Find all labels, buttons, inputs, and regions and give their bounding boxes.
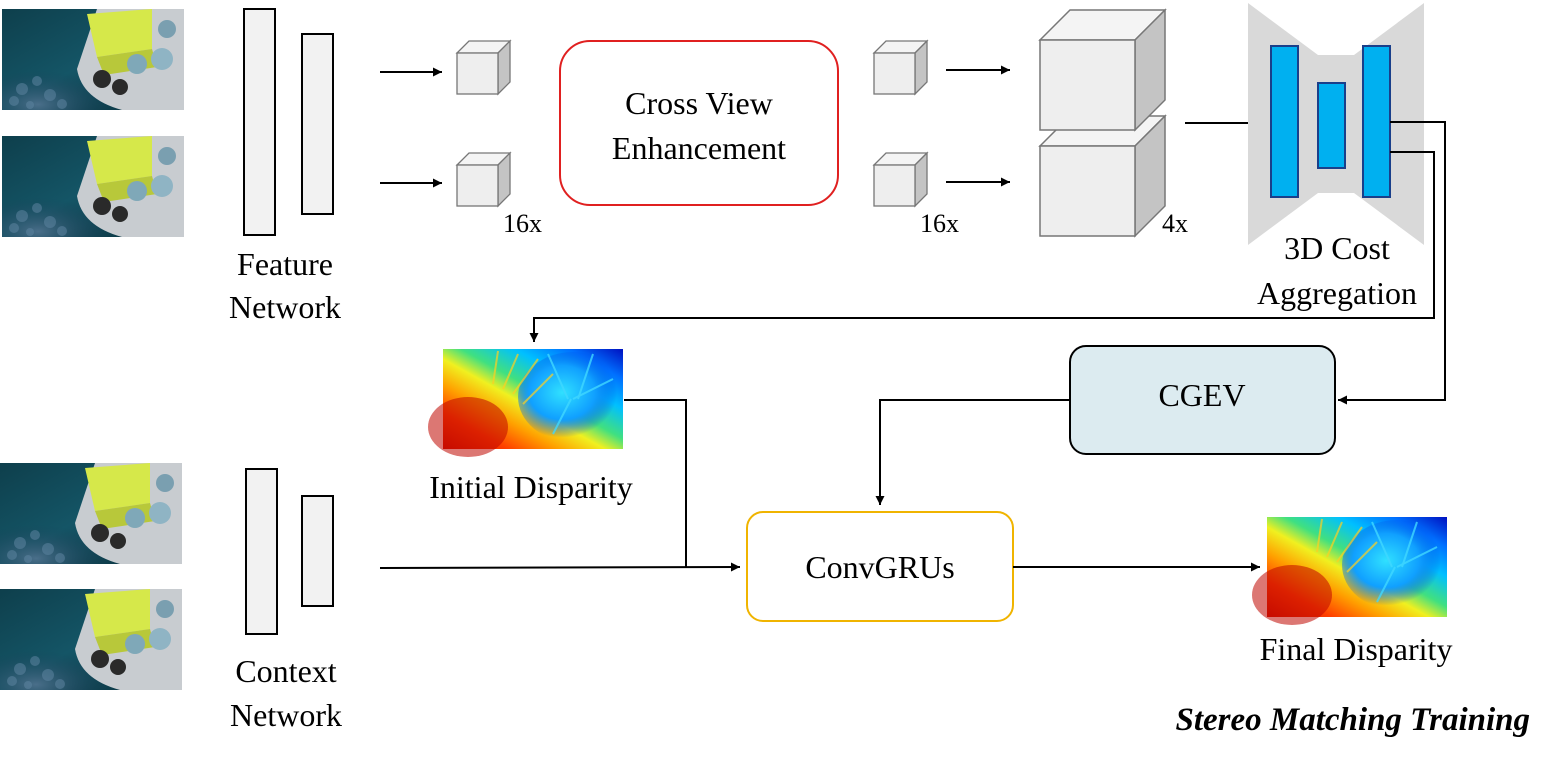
feature-network-label-2: Network [229,289,341,325]
feature-network-block-1 [243,8,276,236]
feature-network-label-1: Feature [237,246,333,282]
context-right-image [0,589,182,690]
scale-label-16x-a: 16x [503,209,542,238]
enhanced-cube-bottom [873,152,928,207]
context-network-block-1 [245,468,278,635]
context-network-label-2: Network [230,697,342,733]
unet-block-left [1270,45,1299,198]
enhanced-cube-top [873,40,928,95]
feature-cube-top [456,40,511,95]
final-disparity-label: Final Disparity [1260,631,1453,667]
unet-block-middle [1317,82,1346,169]
cost-aggregation-label-2: Aggregation [1257,275,1417,311]
feature-cube-bottom [456,152,511,207]
context-network-block-2 [301,495,334,607]
initial-disparity-image [427,348,629,458]
left-input-image [2,9,184,110]
arrow-aggregation-to-initial-disparity [529,151,1435,342]
initial-disparity-label: Initial Disparity [429,469,633,505]
context-left-image [0,463,182,564]
right-input-image [2,136,184,237]
cross-view-label-1: Cross View [625,85,773,121]
diagram-caption: Stereo Matching Training [1175,702,1530,738]
convgru-label: ConvGRUs [805,549,954,585]
scale-label-16x-b: 16x [920,209,959,238]
cost-volume-cube-top [1039,9,1166,131]
cgev-label: CGEV [1158,377,1245,413]
feature-network-block-2 [301,33,334,215]
cross-view-enhancement-box [559,40,839,206]
arrow-cgev-to-convgru [875,399,1070,505]
cost-volume-cube-bottom [1039,115,1166,237]
scale-label-4x: 4x [1162,209,1188,238]
context-network-label-1: Context [235,653,336,689]
cost-aggregation-label-1: 3D Cost [1284,230,1390,266]
line-initial-disparity-down [624,399,687,567]
cross-view-label-2: Enhancement [612,130,786,166]
arrow-aggregation-to-cgev [1338,121,1446,405]
unet-block-right [1362,45,1391,198]
final-disparity-image [1251,516,1453,626]
arrow-context-to-convgru [379,562,741,572]
